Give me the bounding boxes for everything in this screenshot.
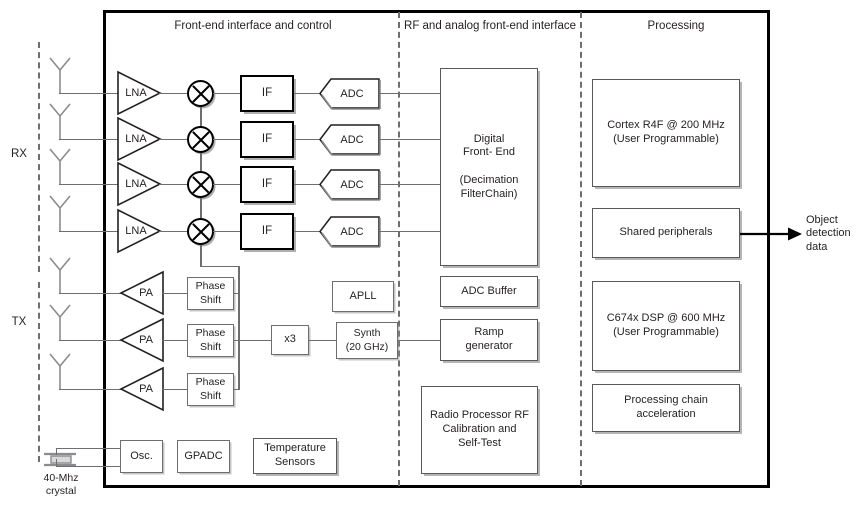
side-label-tx: TX [11, 315, 27, 328]
adc-4 [319, 216, 381, 248]
crystal-icon [42, 448, 82, 470]
wire-crystal-osc-bottom [56, 466, 121, 468]
wire-pa-phase-3 [162, 389, 188, 391]
divider-antenna-boundary-tx [38, 282, 40, 462]
crystal-label: 40-Mhz crystal [43, 472, 79, 497]
synth-block: Synth (20 GHz) [336, 322, 398, 359]
mixer-2 [187, 126, 214, 153]
wire-phase-bus-1 [234, 293, 240, 295]
column-header-rf-analog: RF and analog front-end interface [404, 19, 576, 32]
antenna-tx-3 [45, 352, 85, 394]
wire-lna-mixer-4 [159, 231, 188, 233]
apll-block: APLL [332, 281, 394, 312]
phase-shift-2: Phase Shift [187, 324, 234, 357]
if-block-4: IF [240, 213, 294, 250]
chip-outer-frame [103, 10, 770, 488]
pa-1 [119, 270, 165, 316]
wire-lna-mixer-3 [159, 184, 188, 186]
temperature-sensors-block: Temperature Sensors [253, 438, 337, 474]
wire-lo-bus [238, 266, 240, 390]
ramp-generator-block: Ramp generator [440, 319, 538, 361]
antenna-tx-2 [45, 303, 85, 345]
wire-crystal-osc-top [56, 448, 121, 450]
osc-block: Osc. [120, 440, 163, 473]
wire-antenna-tx-1 [59, 293, 121, 295]
wire-mixer-if-4 [213, 231, 240, 233]
wire-mixer-if-3 [213, 184, 240, 186]
output-arrow-icon [740, 226, 804, 242]
wire-adc-dfe-3 [379, 184, 441, 186]
wire-lo-mixer-2-3 [200, 153, 202, 171]
adc-1 [319, 78, 381, 110]
multiplier-x3: x3 [271, 325, 309, 355]
column-header-frontend: Front-end interface and control [174, 19, 332, 32]
wire-antenna-tx-3 [59, 389, 121, 391]
wire-if-adc-1 [294, 93, 320, 95]
mixer-4 [187, 218, 214, 245]
wire-antenna-rx-4 [59, 231, 121, 233]
wire-x3-synth [309, 340, 337, 342]
divider-rf-processing [580, 12, 582, 486]
antenna-rx-1 [45, 56, 85, 98]
adc-buffer-block: ADC Buffer [440, 276, 538, 307]
lna-2 [116, 116, 162, 162]
phase-shift-1: Phase Shift [187, 277, 234, 310]
mixer-1 [187, 80, 214, 107]
divider-antenna-boundary [38, 42, 40, 272]
wire-if-adc-3 [294, 184, 320, 186]
lna-3 [116, 161, 162, 207]
wire-pa-phase-1 [162, 293, 188, 295]
adc-3 [319, 169, 381, 201]
wire-mixer-if-1 [213, 93, 240, 95]
wire-antenna-rx-2 [59, 139, 121, 141]
lna-4 [116, 208, 162, 254]
wire-if-adc-2 [294, 139, 320, 141]
wire-lna-mixer-2 [159, 139, 188, 141]
digital-front-end-block: Digital Front- End (Decimation FilterCha… [440, 68, 538, 266]
if-block-1: IF [240, 75, 294, 112]
wire-antenna-rx-1 [59, 93, 121, 95]
wire-pa-phase-2 [162, 340, 188, 342]
wire-lo-mixer-3-4 [200, 198, 202, 218]
wire-mixer-if-2 [213, 139, 240, 141]
wire-adc-dfe-2 [379, 139, 441, 141]
pa-2 [119, 317, 165, 363]
phase-shift-3: Phase Shift [187, 373, 234, 406]
cortex-r4f-block: Cortex R4F @ 200 MHz (User Programmable) [592, 79, 740, 187]
wire-crystal-stub-left-top [56, 448, 58, 455]
output-label: Object detection data [806, 213, 851, 253]
antenna-rx-3 [45, 147, 85, 189]
lna-1 [116, 70, 162, 116]
wire-synth-ramp [398, 340, 441, 342]
antenna-rx-2 [45, 102, 85, 144]
gpadc-block: GPADC [177, 440, 230, 473]
wire-crystal-stub-left-bottom [56, 459, 58, 467]
radio-processor-block: Radio Processor RF Calibration and Self-… [421, 386, 538, 474]
antenna-rx-4 [45, 194, 85, 236]
wire-lo-to-bus [200, 266, 239, 268]
c674x-dsp-block: C674x DSP @ 600 MHz (User Programmable) [592, 281, 740, 371]
wire-if-adc-4 [294, 231, 320, 233]
antenna-tx-1 [45, 256, 85, 298]
divider-frontend-rf [398, 12, 400, 486]
side-label-rx: RX [11, 147, 27, 160]
shared-peripherals-block: Shared peripherals [592, 208, 740, 258]
wire-antenna-tx-2 [59, 340, 121, 342]
wire-antenna-rx-3 [59, 184, 121, 186]
wire-phase-bus-3 [234, 389, 240, 391]
pa-3 [119, 366, 165, 412]
if-block-2: IF [240, 121, 294, 158]
mixer-3 [187, 171, 214, 198]
wire-adc-dfe-1 [379, 93, 441, 95]
wire-lo-drop [200, 245, 202, 267]
wire-lo-mixer-1-2 [200, 107, 202, 126]
wire-adc-dfe-4 [379, 231, 441, 233]
wire-lna-mixer-1 [159, 93, 188, 95]
column-header-processing: Processing [647, 19, 705, 32]
wire-phase-bus-2 [234, 340, 272, 342]
if-block-3: IF [240, 166, 294, 203]
processing-chain-acceleration-block: Processing chain acceleration [592, 384, 740, 432]
adc-2 [319, 124, 381, 156]
